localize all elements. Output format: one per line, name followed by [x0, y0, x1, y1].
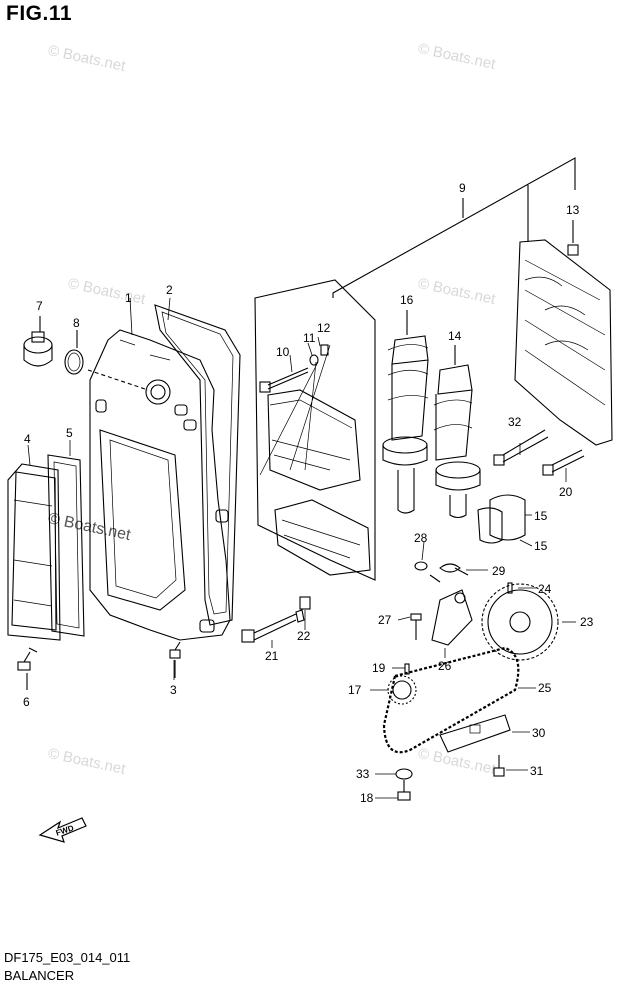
leader-lines [27, 297, 576, 799]
figure-title: FIG.11 [6, 2, 73, 25]
callout-2: 2 [166, 283, 173, 297]
bolt-21 [241, 609, 305, 643]
callout-17: 17 [348, 683, 362, 697]
gasket-2 [154, 304, 241, 626]
callout-6: 6 [23, 695, 30, 709]
balancer-shaft-16 [382, 310, 429, 514]
sprocket-23 [481, 583, 559, 661]
callout-19: 19 [372, 661, 386, 675]
gasket-5 [47, 454, 85, 637]
callout-4: 4 [24, 432, 31, 446]
bearing-15 [477, 494, 526, 544]
bracket-9-leader [332, 157, 576, 298]
callout-22: 22 [297, 629, 311, 643]
housing-1 [89, 329, 231, 641]
callout-8: 8 [73, 316, 80, 330]
tensioner-arm-26 [431, 589, 473, 646]
callout-3: 3 [170, 683, 177, 697]
callout-28: 28 [414, 531, 428, 545]
callout-24: 24 [538, 582, 552, 596]
bolt-20 [542, 449, 585, 476]
bolt-18 [397, 780, 411, 801]
bolt-3 [169, 641, 181, 678]
callout-numbers: 1 2 3 4 5 6 7 8 9 10 11 12 13 14 15 15 1… [23, 181, 594, 805]
balancer-shaft-14 [433, 345, 481, 519]
callout-29: 29 [492, 564, 506, 578]
callout-12: 12 [317, 321, 331, 335]
spring-29 [429, 563, 469, 583]
callout-26: 26 [438, 659, 452, 673]
callout-31: 31 [530, 764, 544, 778]
plug-13 [567, 220, 579, 256]
leader-lines-10-12 [259, 344, 331, 476]
bolt-32 [493, 429, 549, 466]
callout-33: 33 [356, 767, 370, 781]
callout-25: 25 [538, 681, 552, 695]
diagram-code: DF175_E03_014_011 [4, 950, 131, 965]
callout-9: 9 [459, 181, 466, 195]
callout-20: 20 [559, 485, 573, 499]
fwd-arrow: FWD [38, 817, 87, 843]
bolt-31 [493, 755, 505, 777]
callout-23: 23 [580, 615, 594, 629]
bolt-10 [259, 367, 309, 393]
washer-33 [395, 768, 413, 780]
fwd-label: FWD [55, 823, 75, 837]
callout-11: 11 [303, 331, 316, 345]
callout-16: 16 [400, 293, 414, 307]
bolt-27 [410, 613, 422, 640]
dowel-22 [299, 596, 311, 610]
balancer-housing [267, 389, 371, 576]
callout-15a: 15 [534, 509, 548, 523]
balancer-frame [254, 279, 376, 581]
callout-10: 10 [276, 345, 290, 359]
callout-14: 14 [448, 329, 462, 343]
washer-11 [309, 354, 319, 366]
chain-guide-30 [439, 714, 511, 753]
pin-24 [507, 582, 513, 594]
dowel-12 [320, 344, 329, 356]
diagram-subtitle: BALANCER [4, 968, 75, 983]
timing-chain-25 [382, 646, 520, 754]
callout-1: 1 [125, 291, 132, 305]
cap-7 [23, 316, 53, 367]
callout-27: 27 [378, 613, 392, 627]
o-ring-8 [64, 330, 84, 375]
balancer-case [514, 239, 613, 446]
washer-28 [414, 561, 428, 571]
callout-18: 18 [360, 791, 374, 805]
callout-13: 13 [566, 203, 580, 217]
callout-15b: 15 [534, 539, 548, 553]
sprocket-17 [387, 675, 417, 705]
callout-7: 7 [36, 299, 43, 313]
side-cover-4 [7, 463, 61, 641]
callout-32: 32 [508, 415, 522, 429]
callout-21: 21 [265, 649, 279, 663]
callout-5: 5 [66, 426, 73, 440]
bolt-6 [17, 647, 38, 690]
dashed-leader [87, 369, 149, 391]
callout-30: 30 [532, 726, 546, 740]
